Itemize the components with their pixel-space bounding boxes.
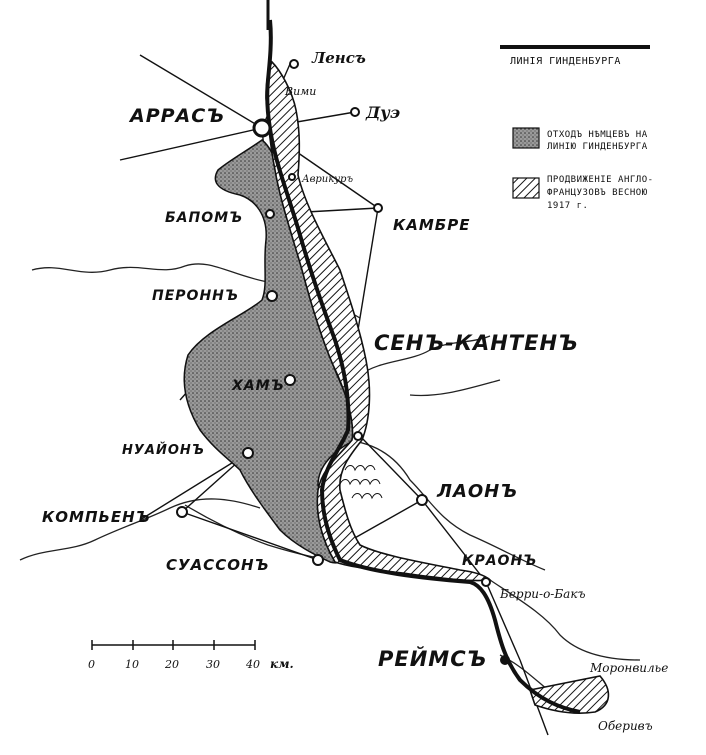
forest-saint-gobain [339,465,383,500]
label-saint-quentin: СЕНЪ-КАНТЕНЪ [374,331,579,355]
label-vimy: Вими [284,85,316,98]
legend-advance-label-1: ПРОДВИЖЕНІЕ АНГЛО- [547,175,654,185]
label-ham: ХАМЪ [231,378,285,394]
label-cambrai: КАМБРЕ [393,216,470,234]
scale-unit: км. [270,657,294,671]
legend: ЛИНІЯ ГИНДЕНБУРГА ОТХОДЪ НѢМЦЕВЪ НА ЛИНІ… [500,45,654,211]
city-labels: Ленсъ Вими АРРАСЪ Дуэ Аврикуръ БАПОМЪ КА… [42,49,668,733]
label-berry-au-bac: Берри-о-Бакъ [499,587,585,601]
scale-tick-10: 10 [125,658,139,671]
label-auberive: Оберивъ [598,719,653,733]
label-douai: Дуэ [365,103,400,122]
hindenburg-line [265,19,581,714]
scale-bar: 0 10 20 30 40 км. [88,640,294,671]
label-soissons: СУАССОНЪ [166,556,270,574]
legend-line-label: ЛИНІЯ ГИНДЕНБУРГА [510,56,621,67]
label-lens: Ленсъ [311,49,366,67]
advance-band-east [528,675,610,714]
label-moronvilliers: Моронвилье [589,661,668,675]
label-reims: РЕЙМСЪ [378,646,487,671]
legend-retreat-label-1: ОТХОДЪ НѢМЦЕВЪ НА [547,130,648,140]
legend-advance-label-2: ФРАНЦУЗОВЪ ВЕСНОЮ [547,188,648,198]
label-arras: АРРАСЪ [128,105,225,127]
scale-tick-20: 20 [164,658,179,671]
label-compiegne: КОМПЬЕНЪ [42,508,151,526]
city-markers [176,59,510,665]
scale-tick-0: 0 [88,658,95,671]
scale-tick-40: 40 [245,658,260,671]
label-noyon: НУАЙОНЪ [122,442,205,458]
label-bapaume: БАПОМЪ [165,210,243,226]
label-craonne: КРАОНЪ [462,553,537,569]
label-laon: ЛАОНЪ [436,481,518,502]
legend-advance-label-3: 1917 г. [547,201,588,211]
label-havrincourt: Аврикуръ [301,174,353,185]
legend-advance-swatch [512,177,540,199]
legend-retreat-swatch [512,127,540,149]
label-peronne: ПЕРОННЪ [152,288,239,304]
legend-retreat-label-2: ЛИНІЮ ГИНДЕНБУРГА [547,142,648,152]
scale-tick-30: 30 [206,658,220,671]
